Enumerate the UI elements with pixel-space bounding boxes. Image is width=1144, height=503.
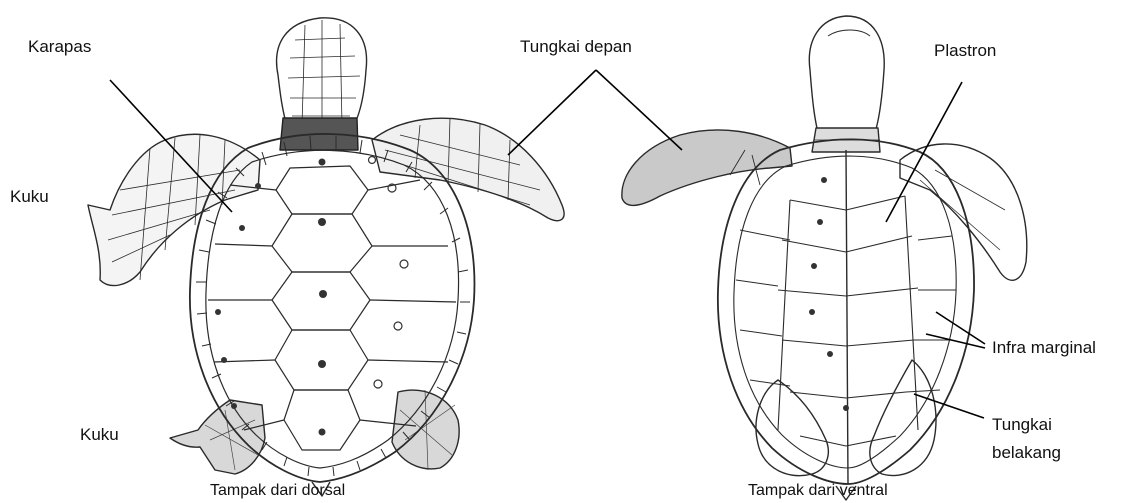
ventral-marginal-ring: [734, 156, 956, 468]
dorsal-vertebral-scutes: [272, 166, 372, 450]
dorsal-turtle-drawing: [88, 18, 564, 496]
ventral-right-rear-flipper: [870, 360, 936, 476]
dorsal-right-front-flipper: [372, 118, 564, 220]
leader-infra-marginal-2: [926, 334, 985, 348]
leader-plastron: [886, 82, 962, 222]
ventral-right-front-flipper: [900, 144, 1027, 280]
label-tungkai-belakang-line1: Tungkai: [992, 414, 1052, 436]
label-kuku-bottom: Kuku: [80, 424, 119, 446]
ventral-midline: [846, 150, 848, 484]
ventral-turtle-drawing: [622, 16, 1027, 500]
ventral-left-front-flipper: [622, 130, 792, 205]
ventral-left-rear-flipper: [756, 380, 828, 476]
dorsal-head: [277, 18, 367, 130]
label-kuku-top: Kuku: [10, 186, 49, 208]
leader-tungkai-depan-left: [508, 70, 596, 155]
label-infra-marginal: Infra marginal: [992, 337, 1096, 359]
label-karapas: Karapas: [28, 36, 91, 58]
caption-ventral: Tampak dari ventral: [748, 480, 888, 502]
ventral-head: [809, 16, 884, 140]
leader-tungkai-depan-right: [596, 70, 682, 150]
dorsal-head-scales: [288, 20, 360, 128]
leader-infra-marginal-1: [936, 312, 985, 344]
dorsal-scute-dots: [215, 159, 327, 436]
label-tungkai-belakang-line2: belakang: [992, 442, 1061, 464]
label-plastron: Plastron: [934, 40, 996, 62]
caption-dorsal: Tampak dari dorsal: [210, 480, 345, 502]
dorsal-scute-rings: [369, 157, 409, 389]
label-tungkai-depan: Tungkai depan: [520, 36, 632, 58]
ventral-head-mouth: [828, 30, 870, 36]
leader-lines: [110, 70, 985, 418]
leader-tungkai-belakang: [914, 394, 984, 418]
